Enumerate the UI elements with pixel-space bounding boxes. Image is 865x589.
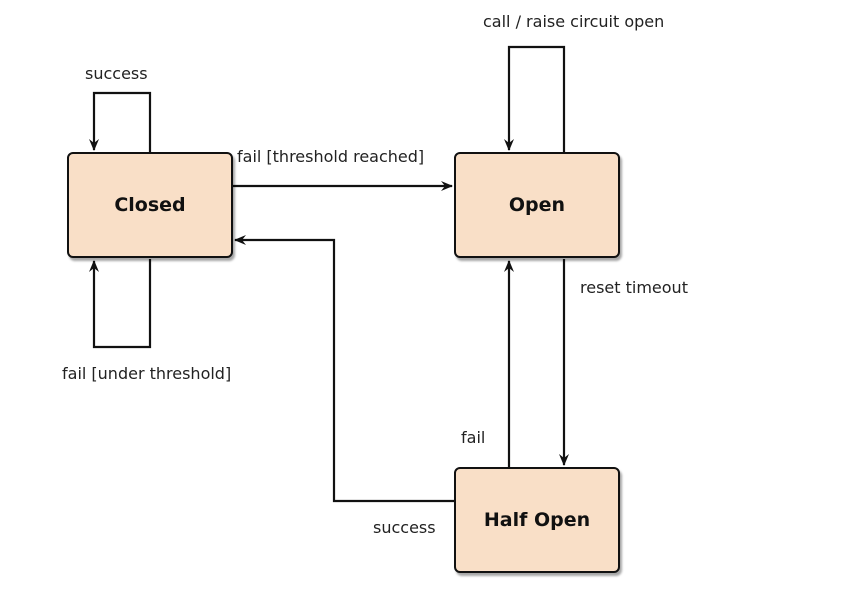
state-open-label: Open bbox=[508, 194, 566, 216]
open-call-loop-arrow bbox=[504, 45, 566, 152]
open-call-loop-label: call / raise circuit open bbox=[483, 12, 665, 31]
half-open-success-label: success bbox=[373, 518, 436, 537]
open-to-half-open-label: reset timeout bbox=[580, 278, 688, 297]
state-open: Open bbox=[454, 152, 620, 258]
half-open-fail-label: fail bbox=[461, 428, 486, 447]
half-open-to-closed-arrow bbox=[234, 235, 455, 503]
closed-fail-loop-arrow bbox=[89, 259, 152, 349]
closed-to-open-label: fail [threshold reached] bbox=[237, 147, 425, 166]
state-half-open-label: Half Open bbox=[483, 509, 591, 531]
state-half-open: Half Open bbox=[454, 467, 620, 573]
state-closed-label: Closed bbox=[114, 194, 186, 216]
closed-success-loop-arrow bbox=[89, 91, 152, 152]
closed-success-loop-label: success bbox=[85, 64, 148, 83]
state-closed: Closed bbox=[67, 152, 233, 258]
closed-fail-loop-label: fail [under threshold] bbox=[62, 364, 232, 383]
